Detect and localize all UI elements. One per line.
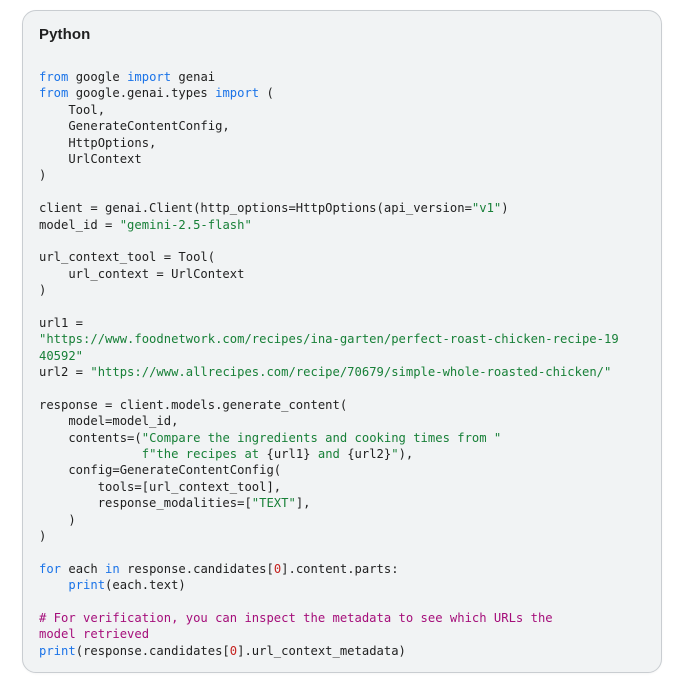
code-comment: # For verification, you can inspect the … [39,610,553,625]
code-line: from google.genai.types import ( [39,85,619,101]
code-number: 0 [273,561,282,576]
code-text [39,447,142,461]
code-text: genai [171,70,216,84]
code-text: response = client.models.generate_conten… [39,397,348,412]
code-text: url1 = [39,315,84,330]
code-number: 0 [229,643,238,658]
code-line: model_id = "gemini-2.5-flash" [39,217,619,233]
code-line: ) [39,282,619,298]
code-text: each [61,561,106,576]
code-line [39,233,619,249]
code-text [39,578,68,592]
code-line [39,380,619,396]
code-line: 40592" [39,348,619,364]
code-string: "v1" [471,201,502,216]
code-line [39,184,619,200]
code-string: "https://www.allrecipes.com/recipe/70679… [90,365,612,380]
code-comment: model retrieved [39,627,150,642]
code-text: {url2} [347,446,392,461]
code-text: ), [398,446,414,461]
code-line: model retrieved [39,626,619,642]
code-line [39,298,619,314]
code-text: tools=[url_context_tool], [39,479,282,494]
code-string: and [310,446,348,461]
code-string: "Compare the ingredients and cooking tim… [141,430,502,445]
code-line: UrlContext [39,151,619,167]
code-keyword: in [105,561,120,576]
code-text: client = genai.Client(http_options=HttpO… [39,201,472,216]
code-text: contents=( [39,430,142,445]
code-line: ) [39,528,619,544]
code-text: response.candidates[ [119,561,274,576]
code-text: response_modalities=[ [39,496,252,511]
code-text: ( [259,86,274,101]
code-text: url_context_tool = Tool( [39,250,216,265]
code-text: ) [39,168,47,183]
code-line [39,594,619,610]
code-line [39,544,619,560]
code-text: url_context = UrlContext [39,266,245,281]
code-text: ) [39,283,47,298]
code-builtin: print [68,578,106,593]
code-string: " [391,446,399,461]
code-line: url_context = UrlContext [39,266,619,282]
code-line: config=GenerateContentConfig( [39,462,619,478]
code-text: HttpOptions, [39,135,157,150]
code-string: "https://www.foodnetwork.com/recipes/ina… [39,332,619,347]
code-line: ) [39,167,619,183]
code-keyword: import [127,70,172,84]
code-keyword: import [215,86,260,101]
code-text: ].content.parts: [281,561,399,576]
code-text: Tool, [39,102,106,117]
code-text: ) [39,528,47,543]
code-text: google [68,70,128,84]
code-line: contents=("Compare the ingredients and c… [39,430,619,446]
code-line: Tool, [39,102,619,118]
code-builtin: print [39,643,76,658]
language-label: Python [39,26,91,43]
code-keyword: for [39,561,62,576]
code-text: GenerateContentConfig, [39,119,230,134]
code-keyword: from [39,86,69,101]
code-text: ) [39,512,76,527]
code-text: (response.candidates[ [75,643,230,658]
code-line: url_context_tool = Tool( [39,249,619,265]
code-line: print(response.candidates[0].url_context… [39,643,619,659]
code-line: url1 = [39,315,619,331]
code-line: model=model_id, [39,413,619,429]
code-line: # For verification, you can inspect the … [39,610,619,626]
code-string: "TEXT" [251,496,296,511]
code-text: model_id = [39,217,120,232]
code-line: ) [39,512,619,528]
code-text: ) [501,201,509,216]
code-text: model=model_id, [39,414,179,429]
code-line: url2 = "https://www.allrecipes.com/recip… [39,364,619,380]
code-line: response = client.models.generate_conten… [39,397,619,413]
code-line: GenerateContentConfig, [39,118,619,134]
code-text: (each.text) [105,578,186,593]
code-string: f"the recipes at [141,446,267,461]
code-line: HttpOptions, [39,135,619,151]
code-line: print(each.text) [39,577,619,593]
code-string: 40592" [39,348,84,363]
code-text: UrlContext [39,151,142,166]
code-line: "https://www.foodnetwork.com/recipes/ina… [39,331,619,347]
code-line: for each in response.candidates[0].conte… [39,561,619,577]
code-keyword: from [39,70,69,84]
code-line: response_modalities=["TEXT"], [39,495,619,511]
code-text: url2 = [39,365,91,380]
code-line: f"the recipes at {url1} and {url2}"), [39,446,619,462]
code-line: tools=[url_context_tool], [39,479,619,495]
code-text: {url1} [266,446,311,461]
code-text: google.genai.types [68,86,216,101]
code-text: config=GenerateContentConfig( [39,463,282,478]
code-line: from google import genai [39,69,619,85]
code-text: ], [295,496,311,511]
code-line: client = genai.Client(http_options=HttpO… [39,200,619,216]
code-text: ].url_context_metadata) [237,643,406,658]
code-string: "gemini-2.5-flash" [119,217,252,232]
